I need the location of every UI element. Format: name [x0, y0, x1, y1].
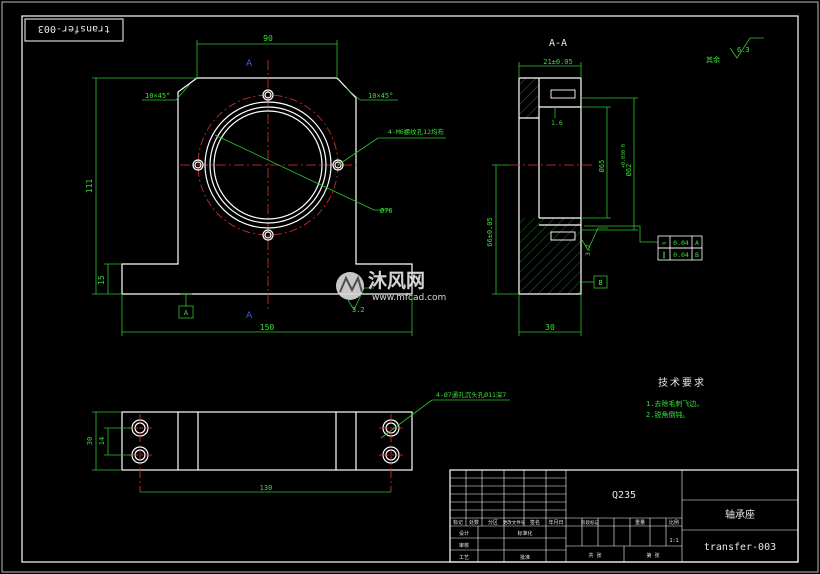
svg-text:阶段标记: 阶段标记 [581, 519, 599, 526]
section-center-height: 66±0.05 [486, 217, 494, 247]
svg-text:A: A [695, 239, 699, 247]
top-view: 4-Ø7通孔沉头孔Ø11深7 30 14 130 [86, 390, 510, 493]
dim-width: 150 [260, 323, 275, 332]
chamfer-left-note: 10×45° [145, 92, 170, 100]
section-outer-tolerance: +0.030 0 [621, 144, 627, 168]
rotated-drawing-number: transfer-003 [38, 23, 110, 34]
watermark: 沐风网 www.mfcad.com [336, 270, 446, 303]
svg-text:共 张: 共 张 [588, 552, 601, 559]
svg-text:批准: 批准 [520, 554, 530, 561]
svg-text:年月日: 年月日 [548, 519, 563, 526]
threaded-hole-top [262, 89, 274, 101]
section-outer-diameter: Ø62 [625, 164, 633, 177]
front-view: 90 150 111 15 10×45° 10×45° 4-M6螺纹孔12均布 … [85, 34, 446, 336]
section-hatch-top-left [519, 78, 539, 118]
watermark-brand: 沐风网 [368, 270, 425, 292]
general-roughness-label: 其余 [706, 55, 720, 64]
bore-chamfer-ring [209, 106, 327, 224]
inner-frame [21, 15, 799, 563]
roughness-symbol-bottom [347, 287, 374, 311]
svg-text:更改文件号: 更改文件号 [503, 519, 526, 526]
section-marker-bottom: A [246, 311, 253, 321]
svg-text:比例: 比例 [669, 519, 679, 526]
dim-top-width: 90 [263, 34, 273, 43]
section-top-width: 21±0.05 [543, 58, 573, 66]
gdt-frame-1: ▱ 0.04 A [657, 235, 703, 249]
svg-text:0.04: 0.04 [673, 251, 689, 259]
section-marker-top: A [246, 59, 253, 69]
top-dim-inner: 14 [98, 437, 106, 445]
svg-text:工艺: 工艺 [459, 555, 469, 561]
title-block: 标记 处数 分区 更改文件号 签名 年月日 设计 标准化 审核 工艺 批准 阶段… [449, 469, 799, 563]
bore-diameter-label: Ø76 [380, 207, 393, 215]
tech-req-item-1: 1.去除毛刺飞边。 [646, 399, 703, 408]
bore-inner-ring [213, 110, 323, 220]
section-hatch-bottom [519, 218, 581, 294]
dim-base-height: 15 [97, 275, 106, 285]
section-thread-depth: 1.6 [551, 119, 563, 127]
svg-text:审核: 审核 [459, 542, 469, 549]
chamfer-right-note: 10×45° [368, 92, 393, 100]
threaded-hole-left [192, 159, 204, 171]
technical-requirements: 技术要求 1.去除毛刺飞边。 2.锐角倒钝。 [646, 376, 706, 419]
title-scale: 1:1 [669, 538, 678, 544]
gdt-frame-2: ∥ 0.04 B [657, 247, 703, 261]
front-outline [121, 77, 413, 295]
datum-a-box [178, 305, 194, 319]
svg-text:处数: 处数 [469, 519, 479, 526]
roughness-bottom-value: 3.2 [352, 306, 365, 314]
dim-height: 111 [85, 179, 94, 194]
title-drawing-number: transfer-003 [704, 542, 776, 553]
section-view: A-A 21±0.05 1.6 Ø65 [486, 38, 703, 336]
section-width: 30 [545, 323, 555, 332]
datum-a-label: A [184, 309, 189, 317]
tech-req-item-2: 2.锐角倒钝。 [646, 410, 689, 419]
bore-outer-ring [204, 101, 332, 229]
general-roughness-value: 6.3 [737, 46, 750, 54]
top-hole-note: 4-Ø7通孔沉头孔Ø11深7 [436, 390, 506, 399]
tech-req-title: 技术要求 [658, 376, 706, 389]
svg-text:0.04: 0.04 [673, 239, 689, 247]
svg-text:签名: 签名 [530, 519, 540, 526]
svg-text:设计: 设计 [459, 530, 469, 537]
svg-text:∥: ∥ [662, 251, 666, 259]
title-material: Q235 [612, 490, 636, 501]
general-roughness: 6.3 其余 [706, 37, 764, 64]
section-roughness-value: 3.2 [584, 244, 592, 256]
top-view-outline [121, 411, 413, 471]
svg-text:第 张: 第 张 [646, 552, 659, 559]
threaded-hole-bottom [262, 229, 274, 241]
svg-text:▱: ▱ [662, 239, 667, 247]
watermark-logo-icon [336, 272, 364, 300]
svg-text:标记: 标记 [453, 519, 463, 526]
rotated-drawing-number-box: transfer-003 [24, 18, 124, 42]
svg-text:重量: 重量 [635, 519, 645, 526]
section-title: A-A [549, 38, 567, 49]
svg-text:B: B [695, 251, 699, 259]
section-inner-diameter: Ø65 [598, 160, 606, 173]
svg-text:标准化: 标准化 [517, 530, 532, 537]
top-dim-total: 30 [86, 437, 94, 445]
top-dim-spacing: 130 [260, 484, 273, 492]
title-part-name: 轴承座 [725, 508, 755, 521]
hole-note: 4-M6螺纹孔12均布 [388, 127, 444, 136]
watermark-url: www.mfcad.com [372, 293, 446, 303]
svg-text:分区: 分区 [488, 519, 498, 526]
datum-b-label: B [598, 279, 602, 287]
threaded-hole-right [332, 159, 344, 171]
roughness-symbol-section [581, 227, 608, 251]
datum-b-box [593, 275, 608, 289]
